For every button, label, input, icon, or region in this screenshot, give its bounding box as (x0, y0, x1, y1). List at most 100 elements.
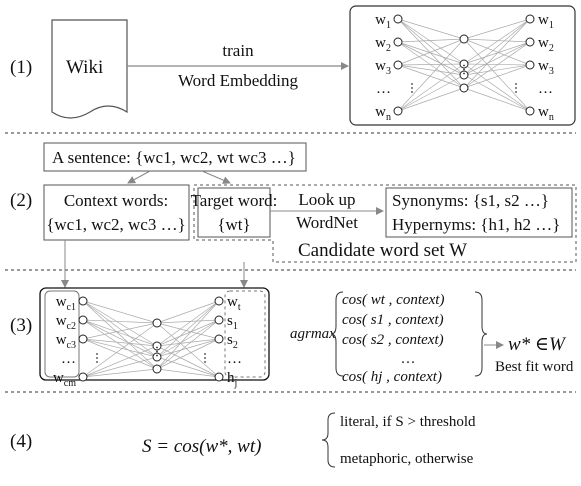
network-edge (82, 322, 158, 340)
input-label: w3 (375, 58, 391, 77)
hidden-node (459, 59, 469, 69)
network-edge (156, 300, 220, 370)
network-edge (463, 18, 531, 89)
network-edge (156, 356, 220, 378)
network-edge (463, 38, 531, 66)
input-node (78, 315, 88, 325)
network-edge (397, 63, 465, 112)
candidate-word-set-region (193, 184, 577, 263)
output-label: w3 (538, 58, 554, 77)
hidden-node (152, 352, 162, 362)
context-words-title: Context words: (64, 191, 168, 210)
ellipsis-dot (156, 350, 158, 353)
ellipsis-dot (96, 357, 98, 359)
network-edge (156, 322, 220, 378)
network-edge (82, 319, 158, 370)
output-label: s1 (227, 313, 238, 332)
output-node (525, 60, 535, 70)
input-node (393, 37, 403, 47)
input-node (393, 106, 403, 116)
network-edge (156, 368, 220, 378)
step-label: (3) (10, 315, 32, 336)
network-edge (156, 338, 220, 370)
sentence-box (43, 142, 307, 172)
network-edge (156, 338, 220, 347)
ellipsis-dot (463, 64, 465, 67)
network-edge (397, 41, 465, 89)
ellipsis-dot (515, 83, 517, 85)
ellipsis-dot (463, 72, 465, 75)
output-label: wt (227, 294, 241, 313)
decision-brace (321, 412, 336, 468)
network-edge (397, 41, 465, 65)
argmax-label: agrmax (290, 326, 336, 342)
output-node (525, 14, 535, 24)
ellipsis-dot (411, 91, 413, 93)
network-edge (397, 63, 465, 66)
output-label: wn (538, 104, 554, 123)
network-edge (82, 338, 158, 370)
input-label: … (61, 351, 76, 367)
wiki-label: Wiki (66, 57, 103, 78)
context-words-set: {wc1, wc2, wc3 …} (46, 215, 186, 234)
network-edge (82, 338, 158, 347)
network-edge (82, 338, 158, 358)
ellipsis-dot (515, 91, 517, 93)
network-edge (463, 38, 531, 43)
input-label: wc3 (56, 332, 76, 351)
cos-term: cos( wt , context) (342, 292, 444, 308)
cos-right-brace (474, 291, 488, 377)
network-edge (397, 38, 465, 43)
ellipsis-dot (96, 353, 98, 355)
network-edge (397, 64, 465, 76)
network-edge (82, 368, 158, 378)
network-edge (82, 322, 158, 378)
network-edge (463, 41, 531, 89)
network-edge (82, 300, 158, 370)
cos-term: cos( s1 , context) (342, 312, 444, 328)
input-node (393, 14, 403, 24)
network-edge (397, 74, 465, 112)
word-embedding-label: Word Embedding (178, 71, 298, 90)
ellipsis-dot (204, 361, 206, 363)
network-edge (463, 64, 531, 89)
sentence-to-target-arrow (201, 170, 231, 184)
network-edge (397, 87, 465, 112)
network-edge (397, 38, 465, 112)
wiki-document-icon (51, 19, 128, 119)
network-edge (397, 18, 465, 40)
network-edge (156, 319, 220, 347)
hidden-node (459, 70, 469, 80)
hidden-node (152, 364, 162, 374)
cos-term: cos( s2 , context) (342, 332, 444, 348)
network-edge (82, 345, 158, 378)
network-edge (463, 63, 531, 112)
output-node (214, 315, 224, 325)
wordnet-label: WordNet (296, 213, 358, 232)
scoring-network-box (39, 287, 270, 381)
network-edge (463, 38, 531, 112)
network-edge (397, 18, 465, 89)
output-node (214, 372, 224, 382)
hypernyms-text: Hypernyms: {h1, h2 …} (392, 215, 560, 234)
step-label: (2) (10, 190, 32, 211)
input-label: w2 (375, 35, 391, 54)
network-edge (156, 300, 220, 358)
hidden-node (459, 34, 469, 44)
network-edge (156, 319, 220, 324)
target-word-set: {wt} (217, 215, 250, 234)
network-edge (463, 18, 531, 65)
input-node (78, 372, 88, 382)
hidden-node (152, 318, 162, 328)
similarity-formula: S = cos(w*, wt) (142, 436, 261, 457)
hidden-node (152, 341, 162, 351)
ellipsis-dot (463, 68, 465, 71)
network-edge (82, 300, 158, 347)
network-edge (463, 74, 531, 112)
output-label: … (227, 351, 242, 367)
network-edge (156, 338, 220, 358)
ellipsis-dot (156, 354, 158, 357)
